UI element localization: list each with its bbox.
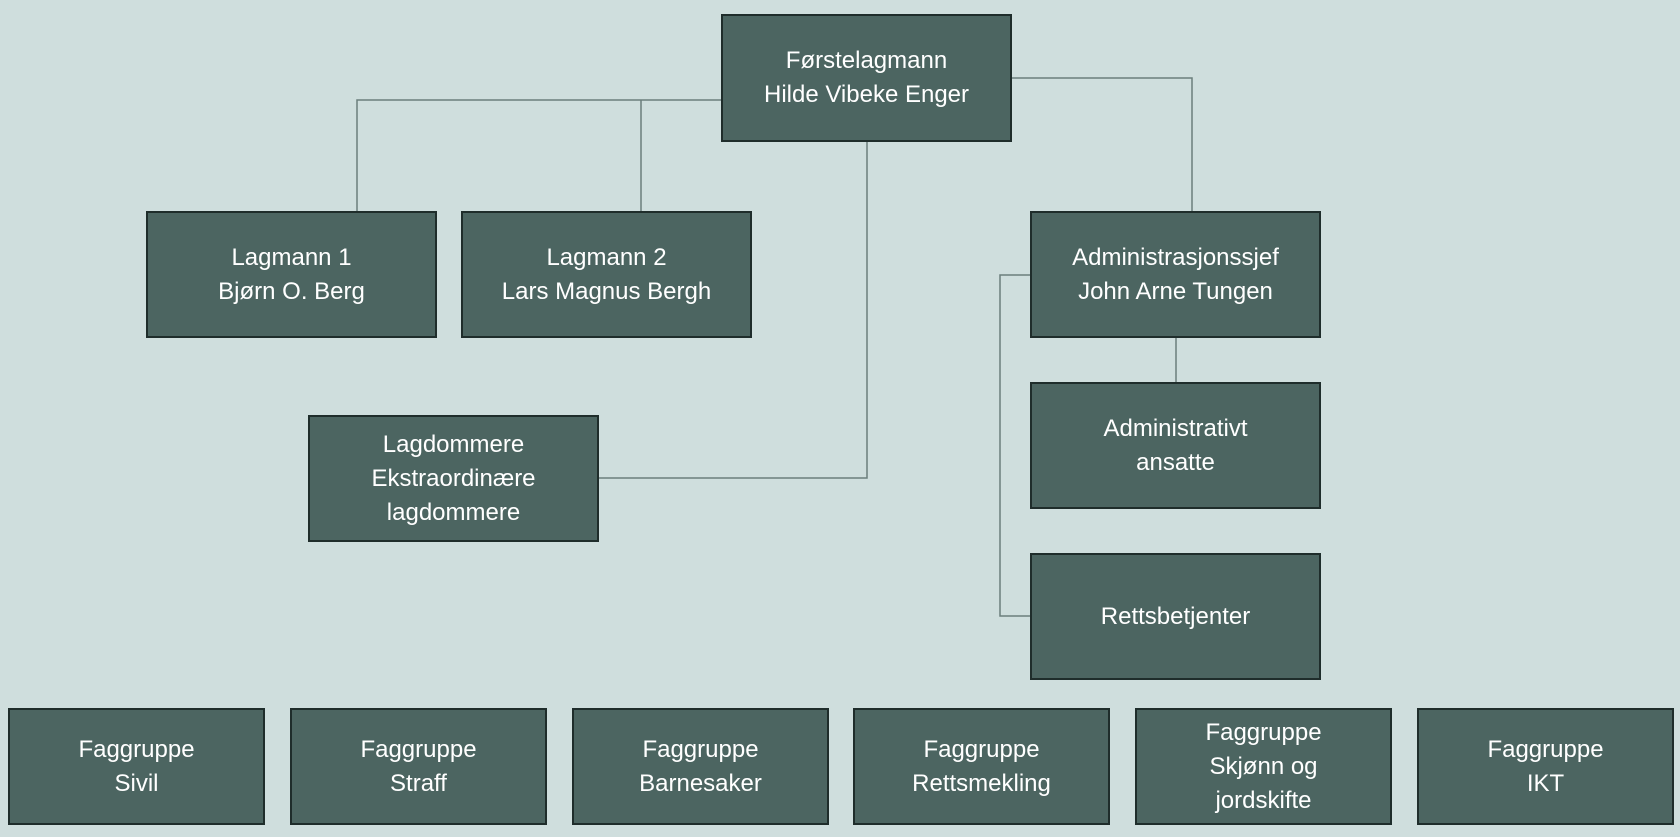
node-line-2: Skjønn og [1209, 752, 1318, 780]
node-line-2: IKT [1526, 769, 1565, 797]
node-lagdommere: Lagdommere Ekstraordinære lagdommere [308, 415, 599, 542]
node-line-1: Faggruppe [78, 735, 195, 763]
node-faggruppe-straff: Faggruppe Straff [290, 708, 547, 825]
node-line-1: Faggruppe [923, 735, 1040, 763]
node-person-name: John Arne Tungen [1078, 277, 1273, 305]
node-line-1: Faggruppe [1487, 735, 1604, 763]
node-line-2: Sivil [114, 769, 159, 797]
node-label: Rettsbetjenter [1100, 602, 1251, 630]
node-faggruppe-sivil: Faggruppe Sivil [8, 708, 265, 825]
node-person-name: Hilde Vibeke Enger [763, 81, 970, 108]
connector-top-to-lagmann1 [356, 99, 721, 211]
connector-top-to-lagdommere [599, 142, 868, 479]
node-line-1: Administrativt [1103, 414, 1248, 442]
node-line-2: Straff [390, 769, 447, 797]
node-title: Lagmann 2 [546, 243, 667, 271]
node-lagmann-2: Lagmann 2 Lars Magnus Bergh [461, 211, 752, 338]
node-line-1: Faggruppe [360, 735, 477, 763]
node-line-1: Lagdommere [382, 430, 525, 458]
node-line-1: Faggruppe [642, 735, 759, 763]
node-line-2: ansatte [1136, 448, 1215, 476]
node-line-2: Rettsmekling [912, 769, 1051, 797]
node-line-2: Barnesaker [639, 769, 762, 797]
node-line-1: Faggruppe [1205, 718, 1322, 746]
node-faggruppe-ikt: Faggruppe IKT [1417, 708, 1674, 825]
node-administrativt-ansatte: Administrativt ansatte [1030, 382, 1321, 509]
node-title: Lagmann 1 [231, 243, 352, 271]
node-line-3: jordskifte [1215, 786, 1312, 814]
connector-admsjef-to-rettsbetjenter [999, 274, 1030, 617]
node-title: Førstelagmann [785, 47, 948, 74]
node-title: Administrasjonssjef [1072, 243, 1279, 271]
node-lagmann-1: Lagmann 1 Bjørn O. Berg [146, 211, 437, 338]
connector-top-to-administrasjonssjef [1012, 77, 1193, 211]
node-person-name: Lars Magnus Bergh [501, 277, 712, 305]
node-line-2: Ekstraordinære [371, 464, 536, 492]
node-faggruppe-barnesaker: Faggruppe Barnesaker [572, 708, 829, 825]
node-forstelagmann: Førstelagmann Hilde Vibeke Enger [721, 14, 1012, 142]
node-administrasjonssjef: Administrasjonssjef John Arne Tungen [1030, 211, 1321, 338]
node-faggruppe-rettsmekling: Faggruppe Rettsmekling [853, 708, 1110, 825]
node-rettsbetjenter: Rettsbetjenter [1030, 553, 1321, 680]
node-faggruppe-skjonn-jordskifte: Faggruppe Skjønn og jordskifte [1135, 708, 1392, 825]
node-line-3: lagdommere [386, 498, 521, 526]
node-person-name: Bjørn O. Berg [218, 277, 365, 305]
